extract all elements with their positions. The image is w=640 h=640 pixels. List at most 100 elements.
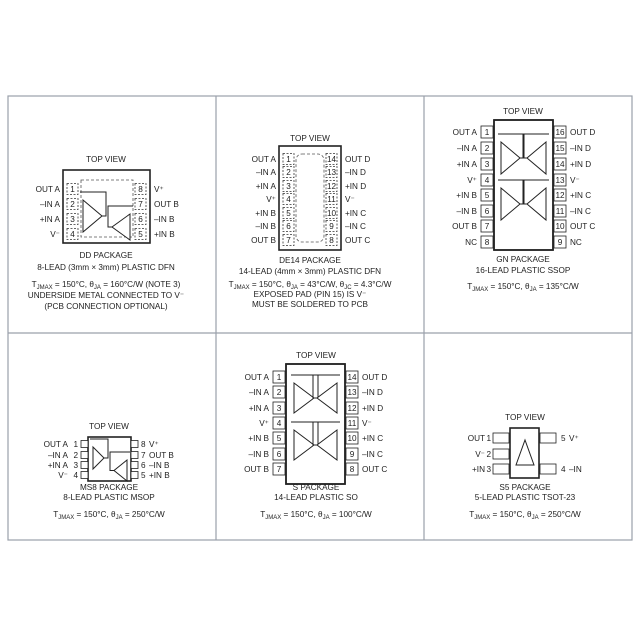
pin-3: 3+IN A bbox=[457, 157, 494, 171]
pin-lead bbox=[80, 451, 89, 459]
pin-lead bbox=[539, 432, 557, 444]
pin-label: –IN B bbox=[149, 461, 170, 470]
thermal-spec: TJMAX = 150°C, θJA = 250°C/W bbox=[469, 510, 581, 521]
pin-8: 8NC bbox=[465, 235, 494, 249]
pin-box bbox=[345, 370, 359, 384]
pin-4: 4V⁺ bbox=[467, 173, 494, 187]
package-name: S5 PACKAGE bbox=[499, 483, 551, 492]
pin-1: 1 OUT A bbox=[36, 183, 79, 195]
pin-box bbox=[272, 431, 286, 445]
pin-box bbox=[272, 447, 286, 461]
pin-lead bbox=[539, 463, 557, 475]
top-view-label: TOP VIEW bbox=[86, 155, 126, 164]
pin-label: V⁻ bbox=[362, 419, 372, 428]
pin-13: 13–IN D bbox=[345, 385, 383, 399]
pin-pad bbox=[66, 183, 79, 195]
pin-pad bbox=[282, 166, 295, 178]
pin-pad bbox=[66, 198, 79, 210]
output-wire bbox=[312, 421, 340, 446]
pin-number: 14 bbox=[555, 160, 565, 169]
pin-14: 14 +IN D bbox=[553, 157, 591, 171]
pin-number: 10 bbox=[347, 434, 357, 443]
pin-label: OUT C bbox=[345, 236, 370, 245]
pin-label: V⁻ bbox=[50, 230, 60, 239]
pin-lead bbox=[492, 448, 510, 460]
pin-box bbox=[345, 401, 359, 415]
op-amp-symbol bbox=[500, 186, 521, 222]
pin-label: OUT C bbox=[570, 222, 595, 231]
pin-pad bbox=[282, 207, 295, 219]
pin-label: –IN D bbox=[345, 168, 366, 177]
thermal-text: = 160°C/W (NOTE 3) bbox=[101, 280, 181, 289]
pin-number: 4 bbox=[485, 176, 490, 185]
subscript: JMAX bbox=[265, 515, 281, 521]
subscript: JC bbox=[344, 285, 352, 291]
op-amp-symbol bbox=[111, 213, 131, 241]
pin-number: 8 bbox=[485, 238, 490, 247]
subscript: JMAX bbox=[472, 287, 488, 293]
package-description: 5-LEAD PLASTIC TSOT-23 bbox=[475, 493, 576, 502]
pin-5: 5+IN B bbox=[248, 431, 286, 445]
pin-number: 5 bbox=[485, 191, 490, 200]
pin-number: 1 bbox=[70, 185, 75, 194]
pin-number: 5 bbox=[561, 434, 566, 443]
pin-2: 2–IN A bbox=[48, 451, 89, 460]
pin-label: –IN A bbox=[249, 388, 270, 397]
pin-label: +IN A bbox=[48, 461, 69, 470]
pin-number: 3 bbox=[485, 160, 490, 169]
pin-2: 2V⁻ bbox=[475, 448, 510, 460]
pin-box bbox=[553, 125, 567, 139]
pin-label: OUT A bbox=[36, 185, 61, 194]
pin-number: 14 bbox=[327, 155, 337, 164]
package-outline bbox=[493, 119, 554, 251]
pin-label: –IN A bbox=[457, 144, 478, 153]
thermal-text: = 4.3°C/W bbox=[352, 280, 392, 289]
pin-number: 8 bbox=[141, 440, 146, 449]
pin-label: OUT A bbox=[44, 440, 69, 449]
pin-2: 2–IN A bbox=[256, 166, 295, 178]
pin-label: –IN B bbox=[154, 215, 175, 224]
top-view-label: TOP VIEW bbox=[296, 351, 336, 360]
subscript: JA bbox=[291, 285, 298, 291]
op-amp-symbol bbox=[500, 140, 521, 176]
pin-number: 9 bbox=[558, 238, 563, 247]
pin-label: +IN D bbox=[570, 160, 591, 169]
pin-lead bbox=[130, 451, 139, 459]
pin-number: 5 bbox=[277, 434, 282, 443]
thermal-text: T bbox=[229, 280, 234, 289]
pin-5: 5+IN B bbox=[255, 207, 295, 219]
pin-number: 13 bbox=[555, 176, 565, 185]
pin-label: OUT B bbox=[149, 451, 174, 460]
pin-label: –IN D bbox=[570, 144, 591, 153]
pin-label: –IN A bbox=[48, 451, 69, 460]
thermal-text: = 100°C/W bbox=[330, 510, 372, 519]
pin-pad bbox=[282, 234, 295, 246]
pin-number: 15 bbox=[555, 144, 565, 153]
pin-pad bbox=[66, 213, 79, 225]
pin-label: V⁺ bbox=[154, 185, 164, 194]
output-wire bbox=[312, 374, 340, 399]
package-description: 8-LEAD PLASTIC MSOP bbox=[63, 493, 155, 502]
pin-number: 11 bbox=[556, 207, 565, 216]
pin-12: 12+IN D bbox=[325, 180, 366, 192]
pin-box bbox=[480, 235, 494, 249]
pin-number: 14 bbox=[347, 373, 357, 382]
pin-number: 5 bbox=[138, 230, 143, 239]
pin-number: 2 bbox=[485, 144, 490, 153]
thermal-spec: TJMAX = 150°C, θJA = 100°C/W bbox=[260, 510, 372, 521]
package-note: UNDERSIDE METAL CONNECTED TO V⁻ bbox=[28, 291, 184, 300]
pin-label: OUT D bbox=[570, 128, 595, 137]
pin-pad bbox=[282, 180, 295, 192]
pin-number: 1 bbox=[486, 434, 491, 443]
pin-4: 4V⁻ bbox=[50, 228, 79, 240]
pin-box bbox=[272, 416, 286, 430]
